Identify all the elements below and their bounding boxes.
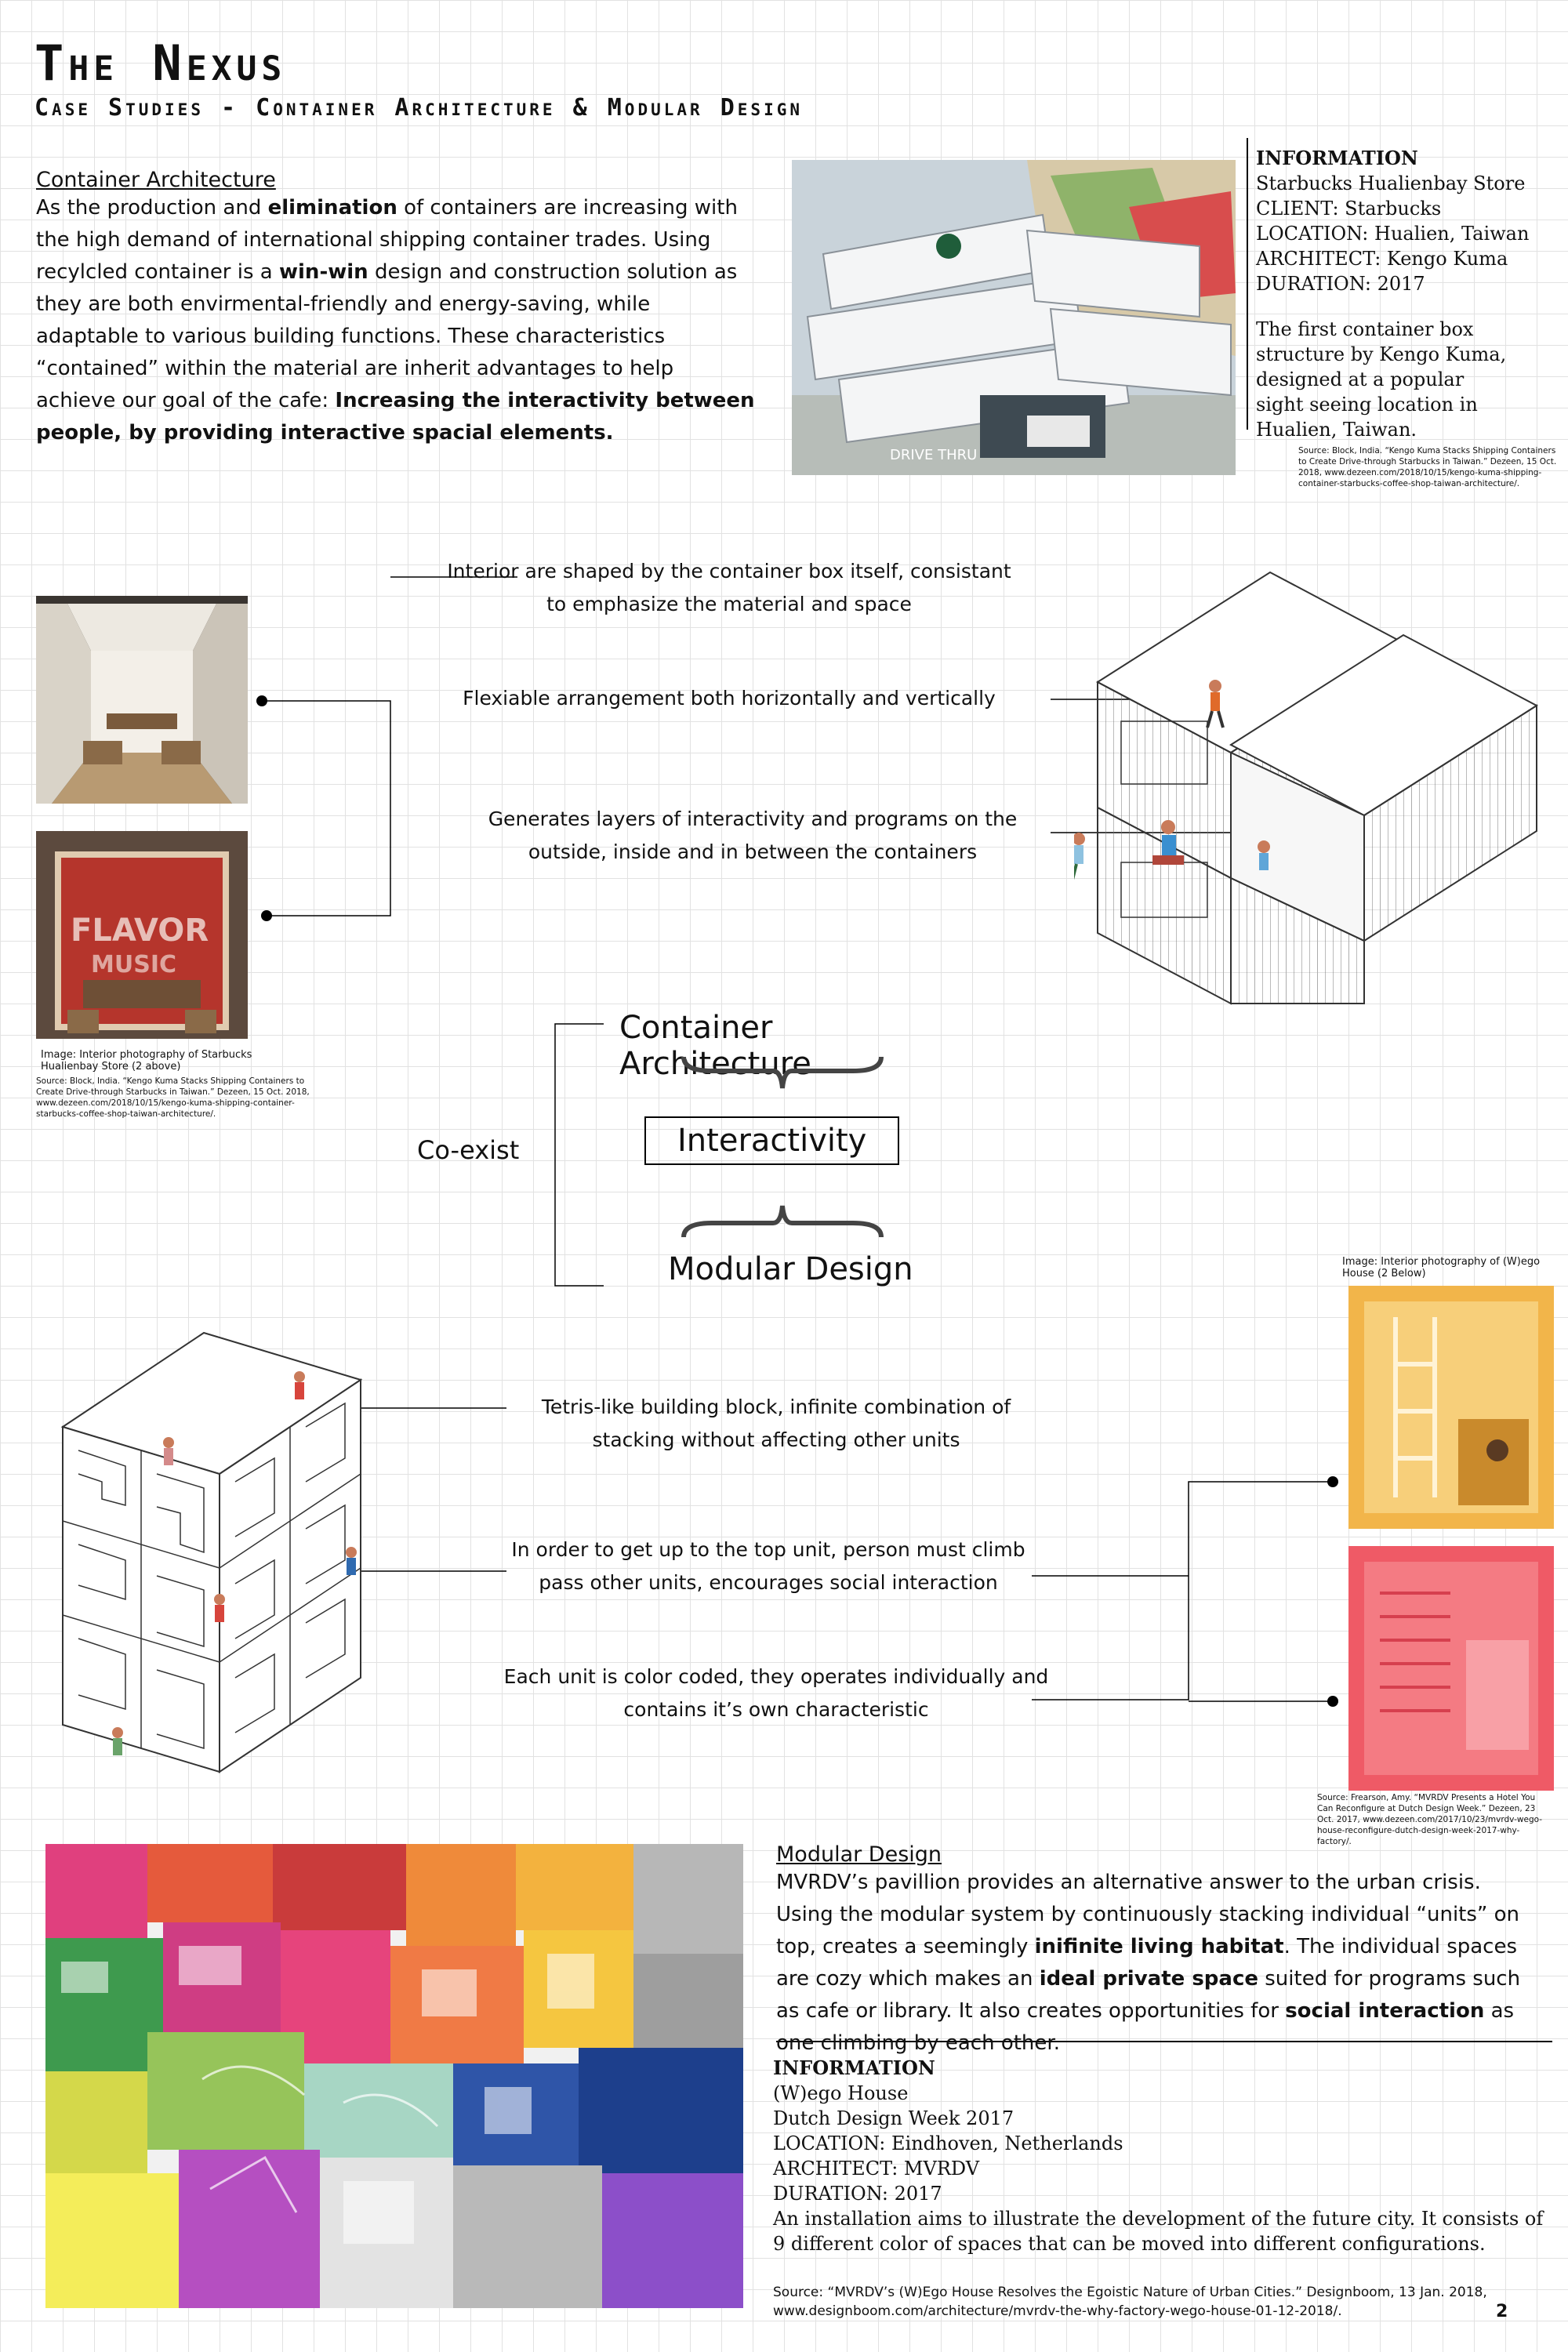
person-figure — [294, 1371, 305, 1399]
starbucks-info: INFORMATION Starbucks Hualienbay Store C… — [1256, 146, 1566, 442]
starbucks-source: Source: Block, India. “Kengo Kuma Stacks… — [1298, 446, 1557, 488]
flavor-text: FLAVOR — [71, 913, 209, 949]
starbucks-info-heading: INFORMATION — [1256, 147, 1418, 169]
container-paragraph: As the production and elimination of con… — [36, 192, 757, 449]
wego-photo-source: Source: Frearson, Amy. “MVRDV Presents a… — [1317, 1793, 1543, 1846]
info-line: LOCATION: Hualien, Taiwan — [1256, 223, 1530, 245]
person-figure — [112, 1727, 123, 1755]
brace-bottom — [681, 1205, 884, 1238]
annotation-layers: Generates layers of interactivity and pr… — [488, 808, 1018, 863]
person-figure — [1152, 820, 1184, 865]
text-span: MVRDV’s pavillion provides an alternativ… — [776, 1871, 1520, 1958]
wego-orange-photo — [1348, 1286, 1554, 1529]
drive-thru-sign: DRIVE THRU — [890, 447, 977, 463]
annotation-interior: Interior are shaped by the container box… — [447, 560, 1011, 615]
info-line: ARCHITECT: Kengo Kuma — [1256, 248, 1508, 270]
music-text: MUSIC — [91, 951, 176, 978]
info-line: LOCATION: Eindhoven, Netherlands — [773, 2132, 1123, 2154]
person-figure — [163, 1437, 174, 1465]
wego-modular-drawing — [60, 1331, 363, 1773]
text-span: . The individual spaces are cozy which m… — [776, 1935, 1518, 1991]
connector-dot — [261, 910, 272, 921]
brace-top — [681, 1056, 884, 1089]
interior-photo-top — [36, 596, 248, 804]
connector-dot — [256, 695, 267, 706]
container-stack-drawing — [1074, 571, 1538, 1005]
info-line: DURATION: 2017 — [1256, 273, 1425, 295]
info-divider — [1247, 138, 1248, 430]
person-figure — [1206, 680, 1225, 728]
interior-caption: Image: Interior photography of Starbucks… — [41, 1049, 252, 1073]
modular-heading: Modular Design — [776, 1842, 942, 1867]
annotation-climb: In order to get up to the top unit, pers… — [511, 1538, 1025, 1594]
info-line: CLIENT: Starbucks — [1256, 198, 1442, 220]
text-span: of containers are increasing with the hi… — [36, 196, 738, 284]
starbucks-exterior-photo: DRIVE THRU — [792, 160, 1236, 475]
wego-photo-caption: Image: Interior photography of (W)ego Ho… — [1342, 1256, 1541, 1279]
wego-source: Source: “MVRDV’s (W)Ego House Resolves t… — [773, 2285, 1487, 2319]
concept-interactivity: Interactivity — [644, 1116, 900, 1165]
annotation-arrangement: Flexiable arrangement both horizontally … — [463, 687, 996, 710]
info-line: DURATION: 2017 — [773, 2183, 942, 2205]
modular-intro: Modular Design MVRDV’s pavillion provide… — [776, 1842, 1537, 2060]
modular-paragraph: MVRDV’s pavillion provides an alternativ… — [776, 1867, 1537, 2060]
person-figure — [1074, 833, 1085, 880]
emphasis: Increasing the interactivity between peo… — [36, 389, 755, 445]
connector-dot — [1327, 1696, 1338, 1707]
interior-source: Source: Block, India. “Kengo Kuma Stacks… — [36, 1076, 310, 1119]
container-intro: Container Architecture As the production… — [36, 168, 757, 449]
wego-description: An installation aims to illustrate the d… — [773, 2208, 1544, 2255]
info-line: Starbucks Hualienbay Store — [1256, 172, 1526, 194]
wego-red-photo — [1348, 1546, 1554, 1791]
page-subtitle: Case Studies - Container Architecture & … — [34, 94, 804, 122]
interior-photo-bottom: FLAVOR MUSIC — [36, 831, 248, 1039]
text-span: suited for programs such as cafe or libr… — [776, 1967, 1521, 2023]
concept-co-exist: Co-exist — [417, 1135, 520, 1165]
emphasis: win-win — [279, 260, 368, 284]
page-title: The Nexus — [34, 34, 287, 92]
starbucks-description: The first container box structure by Ken… — [1256, 318, 1507, 441]
emphasis: ideal private space — [1039, 1967, 1258, 1991]
wego-info: INFORMATION (W)ego House Dutch Design We… — [773, 2056, 1549, 2256]
person-figure — [1258, 840, 1270, 870]
text-span: design and construction solution as they… — [36, 260, 738, 412]
text-span: as one climbing by each other. — [776, 1999, 1515, 2055]
emphasis: elimination — [267, 196, 397, 220]
annotation-color-coded: Each unit is color coded, they operates … — [503, 1665, 1049, 1721]
wego-house-collage — [45, 1844, 743, 2308]
emphasis: social interaction — [1285, 1999, 1485, 2023]
annotation-tetris: Tetris-like building block, infinite com… — [541, 1396, 1011, 1451]
page-number: 2 — [1496, 2302, 1508, 2321]
info-line: Dutch Design Week 2017 — [773, 2107, 1014, 2129]
info-line: (W)ego House — [773, 2082, 909, 2104]
person-figure — [214, 1594, 225, 1622]
text-span: As the production and — [36, 196, 268, 220]
connector-dot — [1327, 1476, 1338, 1487]
container-heading: Container Architecture — [36, 168, 276, 192]
person-figure — [346, 1547, 357, 1575]
wego-info-heading: INFORMATION — [773, 2056, 935, 2079]
info-line: ARCHITECT: MVRDV — [773, 2158, 980, 2180]
emphasis: inifinite living habitat — [1034, 1935, 1284, 1958]
concept-modular-design: Modular Design — [668, 1251, 913, 1287]
